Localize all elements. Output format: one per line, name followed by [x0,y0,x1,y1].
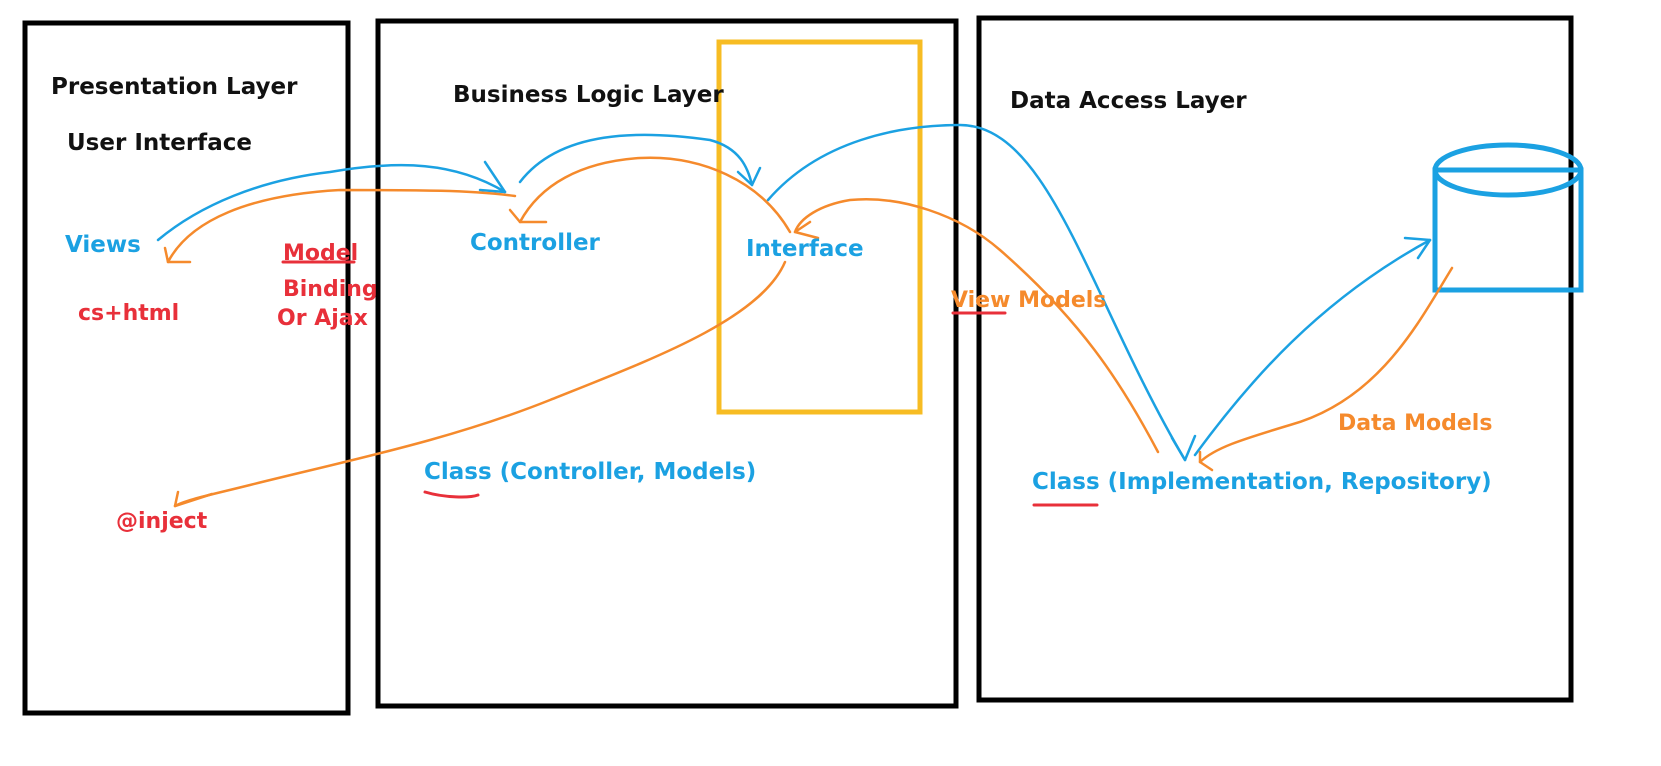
view-models-label: View Models [951,288,1106,313]
data-access-layer-title: Data Access Layer [1010,88,1247,114]
arrowhead-views-to-controller [478,160,507,194]
class-implementation-repository-label: Class (Implementation, Repository) [1032,469,1492,495]
arrowhead-database-to-implementation [1198,450,1214,472]
data-access-layer-box [976,15,1574,703]
arrow-interface-to-implementation [766,123,1187,462]
arrow-controller-to-views [166,188,517,264]
cshtml-label: cs+html [78,301,179,326]
model-binding-line2: Binding [283,277,378,302]
arrow-interface-to-inject [173,260,787,508]
business-logic-layer-box [375,18,959,709]
database-icon [1432,142,1584,293]
arrow-controller-to-interface [518,133,754,187]
arrow-views-to-controller [156,163,507,242]
arrowhead-interface-to-inject [173,490,214,508]
class-controller-models-label: Class (Controller, Models) [424,459,756,485]
controller-label: Controller [470,230,601,256]
arrow-implementation-to-database [1193,238,1432,457]
business-logic-layer-title: Business Logic Layer [453,82,724,108]
arrowhead-controller-to-views [163,246,192,264]
arrow-database-to-implementation [1198,266,1454,464]
inject-label: @inject [116,509,208,534]
interface-label: Interface [746,236,864,262]
model-binding-line1: Model [283,241,358,266]
arrow-implementation-to-interface [793,198,1160,454]
arrowhead-implementation-to-database [1403,236,1432,260]
arrowhead-interface-to-controller [508,208,548,224]
arrowhead-implementation-to-interface [793,220,820,240]
presentation-layer-title: Presentation Layer [51,74,298,100]
arrowhead-controller-to-interface [736,166,762,187]
interface-highlight-box [716,39,923,415]
underline-class-business [423,490,480,499]
user-interface-label: User Interface [67,130,252,156]
data-models-label: Data Models [1338,411,1492,436]
views-label: Views [65,232,141,258]
presentation-layer-box [22,20,351,716]
model-binding-line3: Or Ajax [277,306,368,331]
arrowhead-interface-to-implementation [1170,434,1197,462]
arrow-interface-to-controller [518,156,792,234]
